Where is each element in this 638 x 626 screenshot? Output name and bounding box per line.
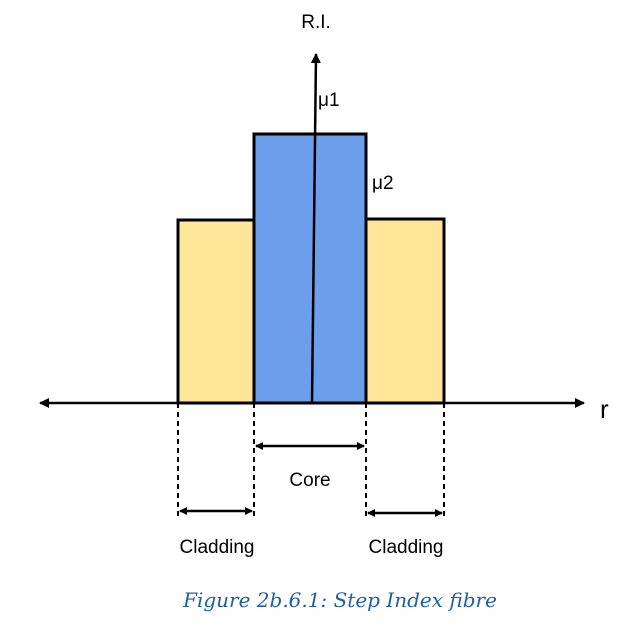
- mu2-label: μ2: [372, 173, 394, 194]
- cladding-left-block: [176, 218, 256, 405]
- core-label: Core: [289, 470, 330, 491]
- core-block: [252, 132, 368, 405]
- cladding-right-block: [364, 217, 446, 405]
- x-axis-label: r: [600, 394, 609, 424]
- mu1-label: μ1: [318, 90, 340, 111]
- y-axis-label: R.I.: [301, 12, 331, 33]
- cladding-left-label: Cladding: [180, 537, 255, 558]
- figure-caption: Figure 2b.6.1: Step Index fibre: [182, 588, 497, 612]
- ri-axis: [310, 53, 321, 404]
- cladding-right-label: Cladding: [369, 537, 444, 558]
